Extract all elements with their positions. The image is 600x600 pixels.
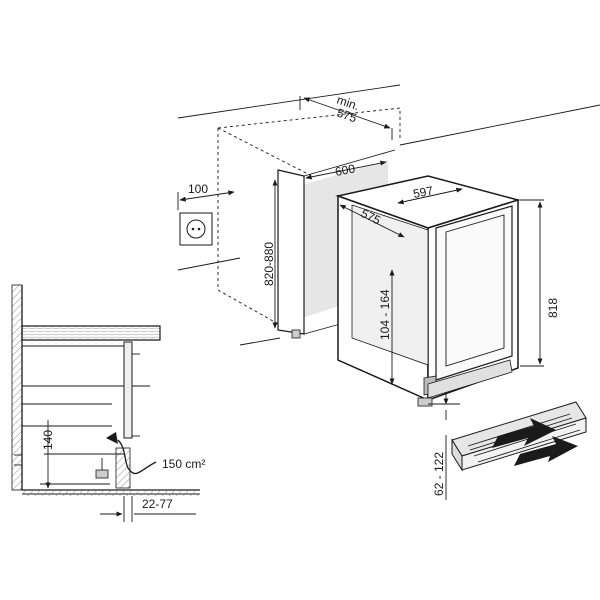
dim-foot-adjust: 62 - 122 — [428, 392, 460, 500]
dim-outlet-offset: 100 — [177, 182, 235, 210]
dim-vent-height: 140 — [41, 420, 124, 489]
dim-appliance-height: 818 — [520, 199, 560, 367]
section-view — [11, 284, 200, 496]
dim-plinth-height-label: 104 - 164 — [378, 289, 392, 340]
dim-vent-area: 150 cm² — [106, 432, 205, 475]
adjustable-foot — [291, 329, 301, 339]
cabinet-side-panel — [277, 169, 305, 335]
dim-niche-height-label: 820-880 — [262, 242, 276, 286]
dim-niche-width: 600 — [305, 160, 387, 180]
dim-vent-offset: 22-77 — [100, 496, 196, 522]
dim-min-label: min. — [335, 93, 361, 114]
dim-plinth-height: 104 - 164 — [378, 269, 395, 385]
dim-appliance-width: 597 — [397, 183, 463, 205]
dim-appliance-width-label: 597 — [412, 183, 435, 201]
dim-outlet-offset-label: 100 — [188, 182, 208, 196]
dim-niche-depth: min. 575 — [299, 93, 393, 140]
dim-niche-depth-label: 575 — [335, 106, 359, 126]
dim-niche-width-label: 600 — [334, 161, 357, 179]
dim-niche-height: 820-880 — [262, 179, 278, 329]
wine-cooler-appliance — [335, 175, 521, 407]
dim-foot-adjust-label: 62 - 122 — [432, 452, 446, 496]
ventilation-grille — [451, 401, 587, 472]
power-socket-icon — [179, 212, 213, 246]
dim-vent-offset-label: 22-77 — [142, 497, 173, 511]
dim-appliance-height-label: 818 — [546, 298, 560, 318]
dim-vent-area-label: 150 cm² — [162, 457, 205, 471]
wall-lines — [177, 84, 600, 346]
section-foot — [95, 458, 109, 479]
dim-vent-height-label: 140 — [41, 430, 55, 450]
